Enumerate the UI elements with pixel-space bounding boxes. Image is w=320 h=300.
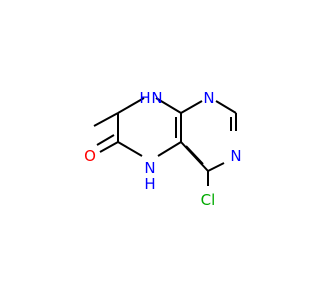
bond-c8a-n1 [180, 100, 203, 114]
bond-c7-n8 [117, 97, 145, 114]
bond-c4-c4a-b [185, 145, 204, 165]
bond-c4-c4a [180, 141, 209, 172]
bond-n5-c4a [157, 141, 182, 157]
bonds [93, 97, 237, 186]
bond-n3-c4 [207, 162, 225, 172]
bond-n8-c8a [155, 97, 182, 114]
bond-methyl [93, 112, 119, 127]
bond-c6-o-a [99, 141, 119, 153]
bond-n1-c2 [215, 100, 237, 114]
atom-nitrogen-8: N [151, 89, 162, 107]
molecule-diagram: O N H H N N N Cl [84, 89, 242, 209]
atom-oxygen: O [84, 147, 96, 165]
atom-labels: O N H H N N N Cl [84, 89, 242, 209]
atom-nitrogen-5: N [144, 159, 155, 177]
atom-hydrogen-8: H [139, 89, 150, 107]
bond-c6-n5 [117, 141, 143, 157]
atom-nitrogen-3: N [230, 147, 241, 165]
bond-c6-o-b [96, 134, 115, 146]
atom-hydrogen-5: H [144, 175, 155, 193]
atom-nitrogen-1: N [203, 89, 214, 107]
atom-chlorine: Cl [201, 191, 216, 209]
